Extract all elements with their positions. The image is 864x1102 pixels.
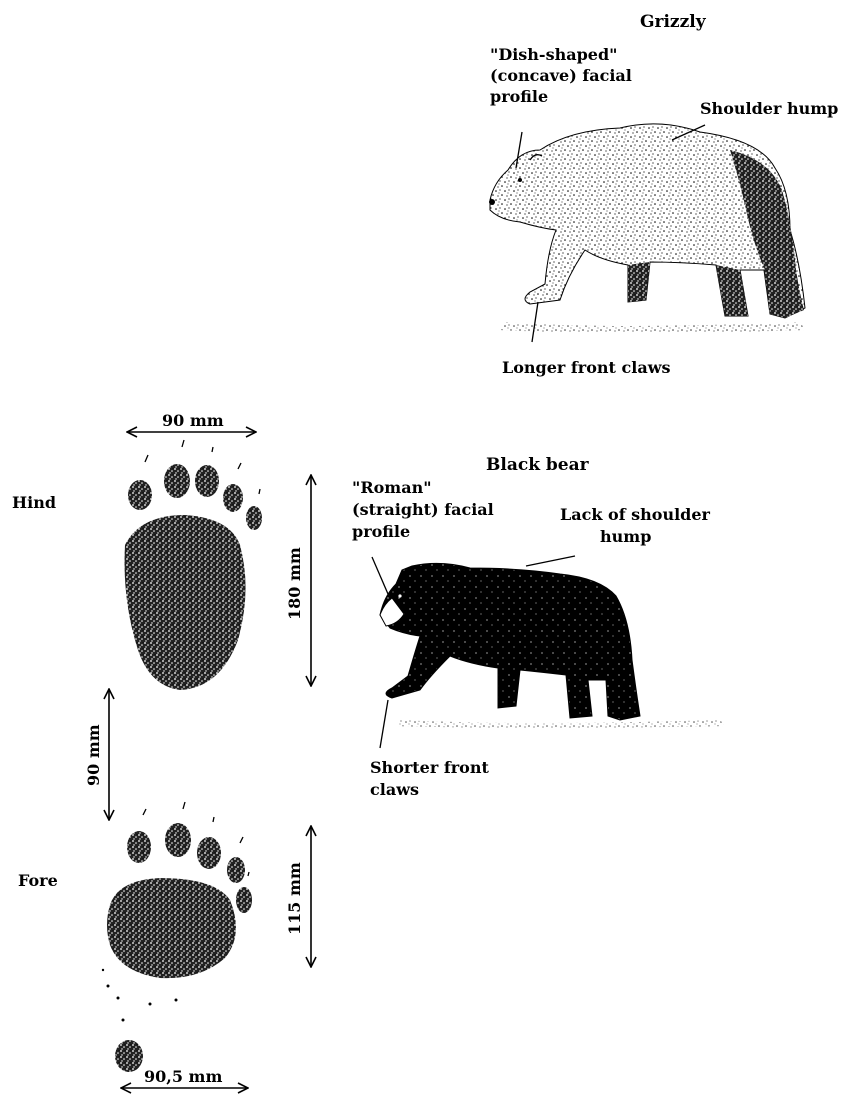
shorter-claws-label: Shorter front claws [370,758,494,799]
fore-length-label: 115 mm [285,862,304,935]
hind-label: Hind [12,493,56,512]
grizzly-title: Grizzly [640,12,707,32]
black-bear-illustration [380,563,725,728]
black-bear-title: Black bear [486,455,590,475]
hind-width-label: 90 mm [162,411,224,430]
longer-claws-leader [532,302,538,342]
lack-hump-label: Lack of shoulder hump [560,505,716,546]
shorter-claws-leader [380,700,388,748]
dish-profile-label: "Dish-shaped" (concave) facial profile [490,45,637,106]
lack-hump-leader [526,556,575,566]
shoulder-hump-label: Shoulder hump [700,99,838,118]
grizzly-illustration [489,124,805,333]
fore-label: Fore [18,871,58,890]
longer-claws-label: Longer front claws [502,358,670,377]
gap-length-label: 90 mm [84,724,103,786]
roman-profile-label: "Roman" (straight) facial profile [352,478,499,541]
roman-profile-leader [372,557,388,594]
fore-track [102,802,252,1072]
hind-track [125,440,262,690]
hind-length-label: 180 mm [285,547,304,620]
fore-width-label: 90,5 mm [144,1067,222,1086]
